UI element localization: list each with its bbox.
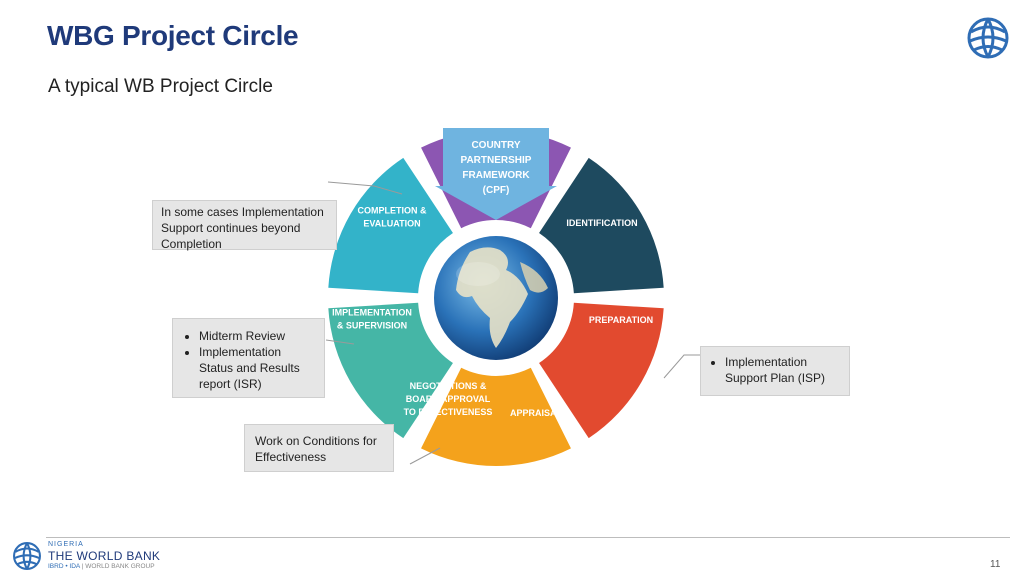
callout-preparation-item: Implementation Support Plan (ISP) [725, 354, 841, 386]
callout-negotiations: Work on Conditions for Effectiveness [244, 424, 394, 472]
segment-identification [539, 157, 664, 294]
segment-label-implementation: & SUPERVISION [337, 321, 407, 331]
footer-divider [46, 537, 1010, 538]
leader-lines [325, 181, 700, 465]
callout-completion-text: In some cases Implementation Support con… [161, 205, 324, 251]
cpf-line-3: FRAMEWORK [462, 170, 530, 181]
segment-label-appraisal: APPRAISAL [510, 408, 563, 418]
callout-preparation: Implementation Support Plan (ISP) [700, 346, 850, 396]
footer-globe-icon [13, 542, 41, 570]
segment-appraisal [421, 367, 571, 466]
segment-label-negotiations: NEGOTIATIONS & [410, 381, 487, 391]
segment-label-completion: COMPLETION & [358, 206, 427, 216]
segment-label-negotiations: TO EFFECTIVENESS [404, 407, 493, 417]
world-bank-globe-icon [967, 17, 1009, 59]
segment-label-identification: IDENTIFICATION [566, 218, 637, 228]
callout-completion: In some cases Implementation Support con… [152, 200, 337, 251]
segment-label-completion: EVALUATION [363, 219, 420, 229]
globe-icon [434, 236, 558, 360]
cpf-line-1: COUNTRY [471, 140, 520, 151]
footer-bank-name: THE WORLD BANK [48, 549, 161, 563]
cpf-arrow [435, 128, 557, 220]
callout-negotiations-text: Work on Conditions for Effectiveness [255, 434, 377, 464]
callout-implementation-item: Implementation Status and Results report… [199, 344, 316, 392]
page-title: WBG Project Circle [47, 20, 299, 51]
footer-group: WORLD BANK GROUP [85, 563, 155, 570]
segment-label-negotiations: BOARD APPROVAL [406, 394, 491, 404]
page-number: 11 [990, 559, 1001, 570]
segment-label-preparation: PREPARATION [589, 315, 653, 325]
footer-ibrd: IBRD • IDA | WORLD BANK GROUP [48, 563, 155, 570]
callout-implementation: Midterm Review Implementation Status and… [172, 318, 325, 398]
segment-negotiations [328, 302, 453, 439]
cpf-line-4: (CPF) [483, 185, 510, 196]
segment-implementation [328, 157, 453, 294]
footer-country: NIGERIA [48, 541, 84, 548]
segment-label-implementation: IMPLEMENTATION [332, 308, 412, 318]
cpf-line-2: PARTNERSHIP [461, 155, 532, 166]
segment-preparation [539, 302, 664, 439]
footer-ibrd-ida: IBRD • IDA [48, 563, 80, 570]
cpf-arrow-label: COUNTRY PARTNERSHIP FRAMEWORK (CPF) [461, 140, 532, 196]
callout-implementation-item: Midterm Review [199, 328, 316, 344]
page-subtitle: A typical WB Project Circle [48, 76, 273, 97]
